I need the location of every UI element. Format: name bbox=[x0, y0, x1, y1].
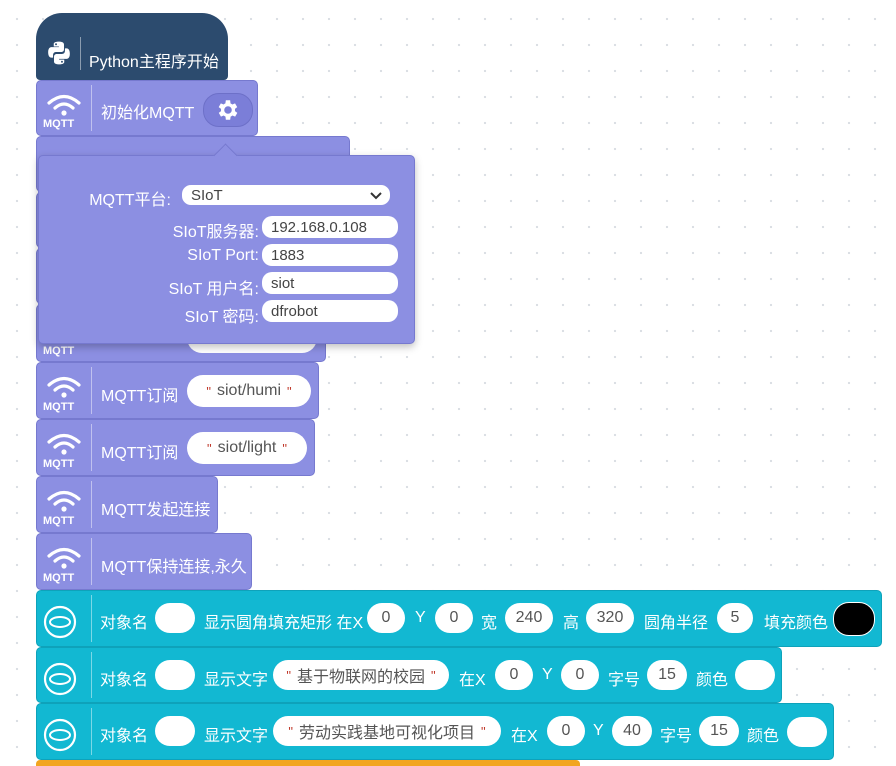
font-size-input[interactable]: 15 bbox=[647, 660, 687, 690]
text-input[interactable]: "劳动实践基地可视化项目" bbox=[273, 716, 501, 746]
mqtt-keepalive-block[interactable]: MQTT MQTT保持连接,永久 bbox=[36, 533, 252, 590]
color-label: 颜色 bbox=[747, 728, 780, 745]
show-text-block[interactable]: 对象名 显示文字 "劳动实践基地可视化项目" 在X 0 Y 40 字号 15 颜… bbox=[36, 703, 834, 760]
server-input[interactable]: 192.168.0.108 bbox=[262, 216, 398, 238]
fill-color-swatch[interactable] bbox=[833, 602, 875, 636]
show-text-label: 显示文字 bbox=[204, 672, 269, 689]
show-text-block[interactable]: 对象名 显示文字 "基于物联网的校园" 在X 0 Y 0 字号 15 颜色 bbox=[36, 647, 782, 703]
password-label: SIoT 密码: bbox=[184, 309, 259, 326]
object-name-input[interactable] bbox=[155, 603, 195, 633]
subscribe-label: MQTT订阅 bbox=[101, 445, 179, 462]
mqtt-subscribe-block[interactable]: MQTT MQTT订阅 "siot/humi" bbox=[36, 362, 319, 419]
init-mqtt-block[interactable]: MQTT 初始化MQTT bbox=[36, 80, 258, 136]
settings-gear-button[interactable] bbox=[203, 93, 253, 127]
password-input[interactable]: dfrobot bbox=[262, 300, 398, 322]
object-name-label: 对象名 bbox=[100, 615, 149, 632]
color-swatch[interactable] bbox=[787, 717, 827, 747]
color-label: 颜色 bbox=[696, 672, 729, 689]
platform-select[interactable]: SIoT bbox=[181, 184, 391, 206]
wifi-icon bbox=[47, 376, 81, 398]
height-input[interactable]: 320 bbox=[586, 603, 634, 633]
unihiker-screen-icon bbox=[43, 718, 77, 752]
text-input[interactable]: "基于物联网的校园" bbox=[273, 660, 449, 690]
mqtt-icon-label: MQTT bbox=[43, 401, 75, 413]
at-x-label: 在X bbox=[511, 728, 538, 745]
python-main-start-block[interactable]: Python主程序开始 bbox=[36, 13, 228, 80]
mqtt-icon-label: MQTT bbox=[43, 515, 75, 527]
subscribe-label: MQTT订阅 bbox=[101, 388, 179, 405]
object-name-input[interactable] bbox=[155, 716, 195, 746]
width-input[interactable]: 240 bbox=[505, 603, 553, 633]
font-size-label: 字号 bbox=[608, 672, 641, 689]
wifi-icon bbox=[47, 547, 81, 569]
radius-label: 圆角半径 bbox=[644, 615, 709, 632]
fill-color-label: 填充颜色 bbox=[764, 615, 829, 632]
init-mqtt-label: 初始化MQTT bbox=[101, 105, 195, 122]
wifi-icon bbox=[47, 94, 81, 116]
connect-label: MQTT发起连接 bbox=[101, 502, 211, 519]
port-label: SIoT Port: bbox=[187, 247, 259, 264]
mqtt-icon-label: MQTT bbox=[43, 458, 75, 470]
height-label: 高 bbox=[563, 615, 580, 632]
platform-label: MQTT平台: bbox=[89, 192, 171, 209]
font-size-label: 字号 bbox=[660, 728, 693, 745]
width-label: 宽 bbox=[481, 615, 498, 632]
font-size-input[interactable]: 15 bbox=[699, 716, 739, 746]
x-input[interactable]: 0 bbox=[547, 716, 585, 746]
radius-input[interactable]: 5 bbox=[717, 603, 753, 633]
keepalive-label: MQTT保持连接,永久 bbox=[101, 559, 247, 576]
show-text-label: 显示文字 bbox=[204, 728, 269, 745]
y-input[interactable]: 0 bbox=[561, 660, 599, 690]
chevron-down-icon bbox=[370, 192, 382, 200]
mqtt-settings-popup: MQTT平台: SIoT SIoT服务器: 192.168.0.108 SIoT… bbox=[38, 143, 415, 344]
show-rect-label: 显示圆角填充矩形 在X bbox=[204, 615, 364, 632]
mqtt-icon-label: MQTT bbox=[43, 345, 75, 357]
topic-input[interactable]: "siot/humi" bbox=[187, 375, 311, 407]
next-block-edge[interactable] bbox=[36, 760, 580, 766]
server-label: SIoT服务器: bbox=[172, 224, 259, 241]
python-main-start-label: Python主程序开始 bbox=[89, 54, 219, 71]
gear-icon bbox=[218, 100, 238, 120]
mqtt-icon-label: MQTT bbox=[43, 572, 75, 584]
object-name-label: 对象名 bbox=[100, 672, 149, 689]
user-input[interactable]: siot bbox=[262, 272, 398, 294]
x-input[interactable]: 0 bbox=[495, 660, 533, 690]
mqtt-connect-block[interactable]: MQTT MQTT发起连接 bbox=[36, 476, 218, 533]
y-input[interactable]: 40 bbox=[612, 716, 652, 746]
object-name-label: 对象名 bbox=[100, 728, 149, 745]
y-label: Y bbox=[593, 722, 604, 739]
user-label: SIoT 用户名: bbox=[168, 281, 259, 298]
y-input[interactable]: 0 bbox=[435, 603, 473, 633]
unihiker-screen-icon bbox=[43, 662, 77, 696]
y-label: Y bbox=[542, 666, 553, 683]
at-x-label: 在X bbox=[459, 672, 486, 689]
mqtt-subscribe-block[interactable]: MQTT MQTT订阅 "siot/light" bbox=[36, 419, 315, 476]
draw-rounded-rect-block[interactable]: 对象名 显示圆角填充矩形 在X 0 Y 0 宽 240 高 320 圆角半径 5… bbox=[36, 590, 882, 647]
color-swatch[interactable] bbox=[735, 660, 775, 690]
x-input[interactable]: 0 bbox=[367, 603, 405, 633]
y-label: Y bbox=[415, 609, 426, 626]
object-name-input[interactable] bbox=[155, 660, 195, 690]
unihiker-screen-icon bbox=[43, 605, 77, 639]
wifi-icon bbox=[47, 490, 81, 512]
port-input[interactable]: 1883 bbox=[262, 244, 398, 266]
topic-input[interactable]: "siot/light" bbox=[187, 432, 307, 464]
python-logo-icon bbox=[48, 41, 70, 65]
wifi-icon bbox=[47, 433, 81, 455]
mqtt-icon-label: MQTT bbox=[43, 118, 75, 130]
